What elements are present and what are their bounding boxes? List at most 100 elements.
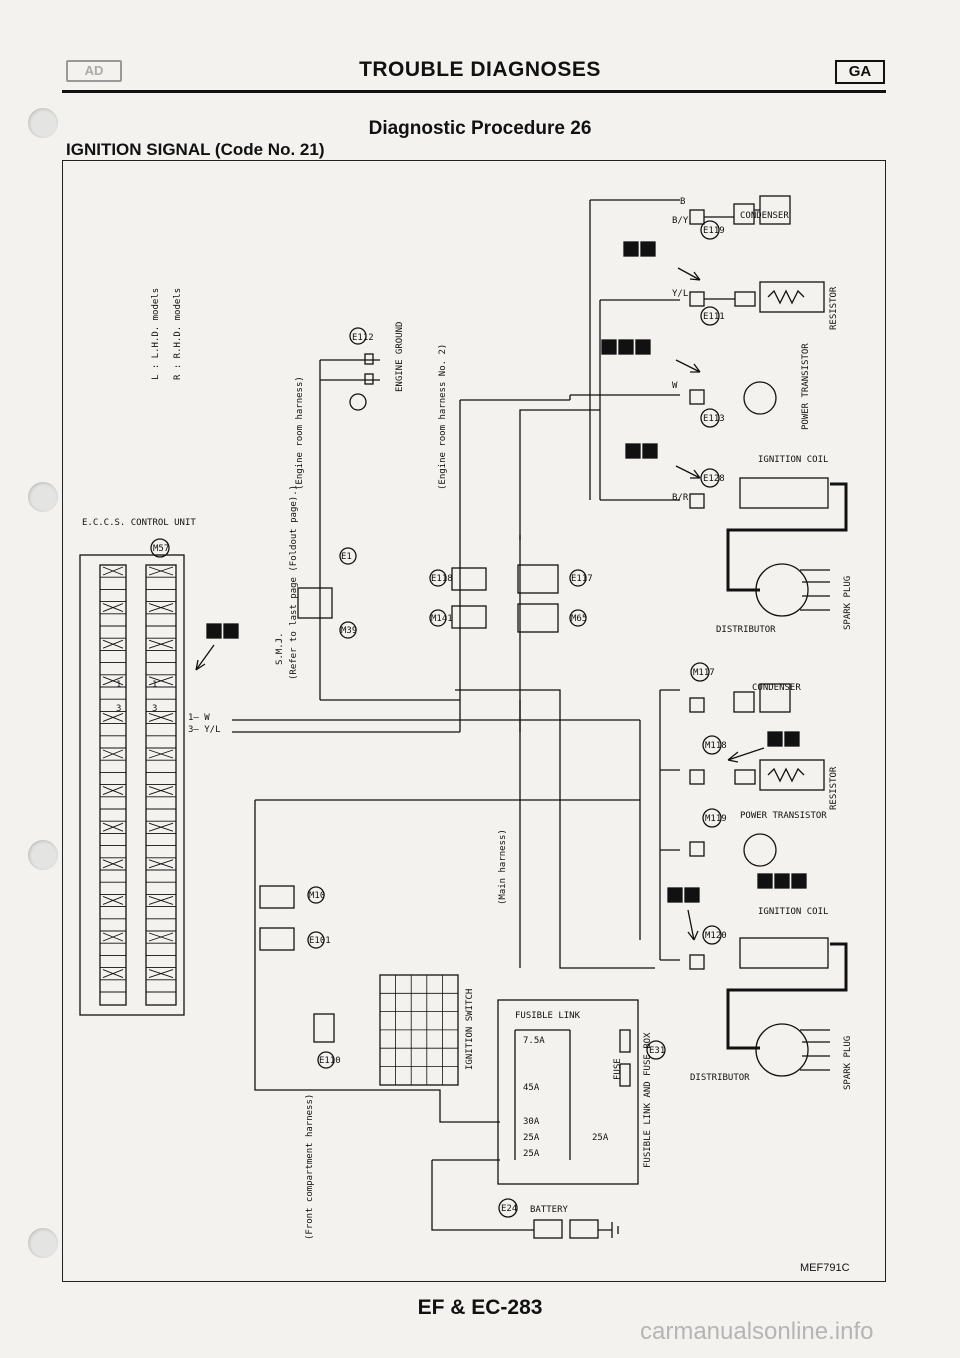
fusible-link-label: FUSIBLE LINK xyxy=(515,1011,581,1021)
conn-e117: E117 xyxy=(571,574,593,584)
wire-code-yl: Y/L xyxy=(672,289,688,299)
ecm-terminal-3: 3 xyxy=(116,704,121,714)
conn-e31: E31 xyxy=(649,1046,665,1056)
figure-reference: MEF791C xyxy=(800,1262,850,1274)
page-number: EF & EC-283 xyxy=(417,1296,543,1319)
battery-label: BATTERY xyxy=(530,1205,569,1215)
ecm-unused-terminal-icon xyxy=(148,603,174,613)
svg-text:(Engine room harness): (Engine room harness) xyxy=(295,376,305,490)
ecm-unused-terminal-icon xyxy=(102,749,124,759)
conn-e128: E128 xyxy=(703,474,725,484)
ecm-unused-terminal-icon xyxy=(148,712,174,722)
engine-room-harness-2-label: (Engine room harness No. 2) xyxy=(438,344,448,490)
ignition-switch-label: IGNITION SWITCH xyxy=(465,989,475,1070)
svg-text:D: D xyxy=(788,736,793,746)
ecm-unused-terminal-icon xyxy=(102,859,124,869)
ecm-unused-terminal-icon xyxy=(148,749,174,759)
harness-connectors: E118 M141 E117 M65 xyxy=(429,564,593,633)
svg-text:(Refer to last page (Foldout p: (Refer to last page (Foldout page).) xyxy=(289,485,299,680)
engine-ground-label: ENGINE GROUND xyxy=(395,322,405,392)
ecm-terminal-1: 1 xyxy=(116,680,121,690)
svg-text:C: C xyxy=(622,344,627,354)
fuse-45a: 45A xyxy=(523,1083,540,1093)
header-rule xyxy=(62,90,886,93)
svg-text:B: B xyxy=(627,246,632,256)
legend-lhd: L : L.H.D. models xyxy=(151,288,161,380)
ecm-unused-terminal-icon xyxy=(148,786,174,796)
conn-m65: M65 xyxy=(571,614,587,624)
fuse-25a-1: 25A xyxy=(523,1133,540,1143)
ecm-unused-terminal-icon xyxy=(102,786,124,796)
conn-m57: M57 xyxy=(153,544,169,554)
svg-text:(Front compartment harness): (Front compartment harness) xyxy=(305,1094,315,1240)
wire-code-b: B xyxy=(680,197,685,207)
fuse-label: FUSE xyxy=(613,1058,623,1080)
ecm-terminal-3-b: 3 xyxy=(152,704,157,714)
binder-hole-icon xyxy=(28,108,58,138)
binder-hole-icon xyxy=(28,1228,58,1258)
ecm-unused-terminal-icon xyxy=(102,603,124,613)
conn-e119: E119 xyxy=(703,226,725,236)
procedure-title: Diagnostic Procedure 26 xyxy=(368,118,592,139)
conn-m118: M118 xyxy=(705,741,727,751)
svg-text:D: D xyxy=(644,246,649,256)
badge-e: E xyxy=(227,628,232,638)
svg-text:E: E xyxy=(639,344,644,354)
svg-text:RESISTOR: RESISTOR xyxy=(829,286,839,330)
conn-m39: M39 xyxy=(341,626,357,636)
svg-text:B: B xyxy=(688,892,693,902)
badge-bce-bottom: B C E xyxy=(757,873,807,889)
section-tab-ad: AD xyxy=(66,60,122,82)
legend-rhd: R : R.H.D. models xyxy=(173,288,183,380)
spark-plug-label-bottom: SPARK PLUG xyxy=(843,1036,853,1090)
page-title: TROUBLE DIAGNOSES xyxy=(359,58,601,81)
engine-room-harness-label: (Engine room harness) xyxy=(295,376,305,490)
conn-e110: E110 xyxy=(319,1056,341,1066)
ignition-coil-label-top: IGNITION COIL xyxy=(758,455,828,465)
section-tab-ga: GA xyxy=(835,60,885,84)
svg-text:IGNITION SWITCH: IGNITION SWITCH xyxy=(465,989,475,1070)
svg-text:FUSE: FUSE xyxy=(613,1058,623,1080)
ecm-unused-terminal-icon xyxy=(102,712,124,722)
conn-e1: E1 xyxy=(341,552,352,562)
conn-e101: E101 xyxy=(309,936,331,946)
conn-m141: M141 xyxy=(431,614,453,624)
distributor-top xyxy=(755,563,809,617)
ecm-unused-terminal-icon xyxy=(148,969,174,979)
ignition-switch-table xyxy=(379,974,459,1086)
resistor-label-top: RESISTOR xyxy=(829,286,839,330)
ecm-terminal-1-b: 1 xyxy=(152,680,157,690)
ecm-unused-terminal-icon xyxy=(148,932,174,942)
svg-text:B: B xyxy=(605,344,610,354)
svg-text:(Engine room harness No. 2): (Engine room harness No. 2) xyxy=(438,344,448,490)
conn-m117: M117 xyxy=(693,668,715,678)
fuse-25a-2: 25A xyxy=(523,1149,540,1159)
power-transistor-label-top: POWER TRANSISTOR xyxy=(801,343,811,430)
distributor-bottom xyxy=(755,1023,809,1077)
ecm-unused-terminal-icon xyxy=(148,676,174,686)
fuse-7-5a: 7.5A xyxy=(523,1036,545,1046)
badge-bd-top: B D xyxy=(623,241,656,257)
svg-text:C: C xyxy=(778,878,783,888)
badge-bd-bottom: B D xyxy=(767,731,800,747)
ecm-unused-terminal-icon xyxy=(102,932,124,942)
badge-de: D E xyxy=(206,623,239,639)
binder-hole-icon xyxy=(28,482,58,512)
conn-m120: M120 xyxy=(705,931,727,941)
front-harness-label: (Front compartment harness) xyxy=(305,1094,315,1240)
conn-e118: E118 xyxy=(431,574,453,584)
svg-text:FUSIBLE LINK AND FUSE BOX: FUSIBLE LINK AND FUSE BOX xyxy=(643,1032,653,1168)
conn-e111: E111 xyxy=(703,312,725,322)
wire-code-br: B/R xyxy=(672,493,689,503)
ecm-unused-terminal-icon xyxy=(102,969,124,979)
ecm-unused-terminal-icon xyxy=(102,895,124,905)
badge-ab-top: A B xyxy=(625,443,658,459)
svg-text:A: A xyxy=(629,448,635,458)
fuse-box xyxy=(497,999,639,1185)
power-transistor-label-bottom: POWER TRANSISTOR xyxy=(740,811,827,821)
spark-plug-label-top: SPARK PLUG xyxy=(843,576,853,630)
ecm-unused-terminal-icon xyxy=(148,859,174,869)
condenser-label-bottom: CONDENSER xyxy=(752,683,801,693)
condenser-label-top: CONDENSER xyxy=(740,211,789,221)
